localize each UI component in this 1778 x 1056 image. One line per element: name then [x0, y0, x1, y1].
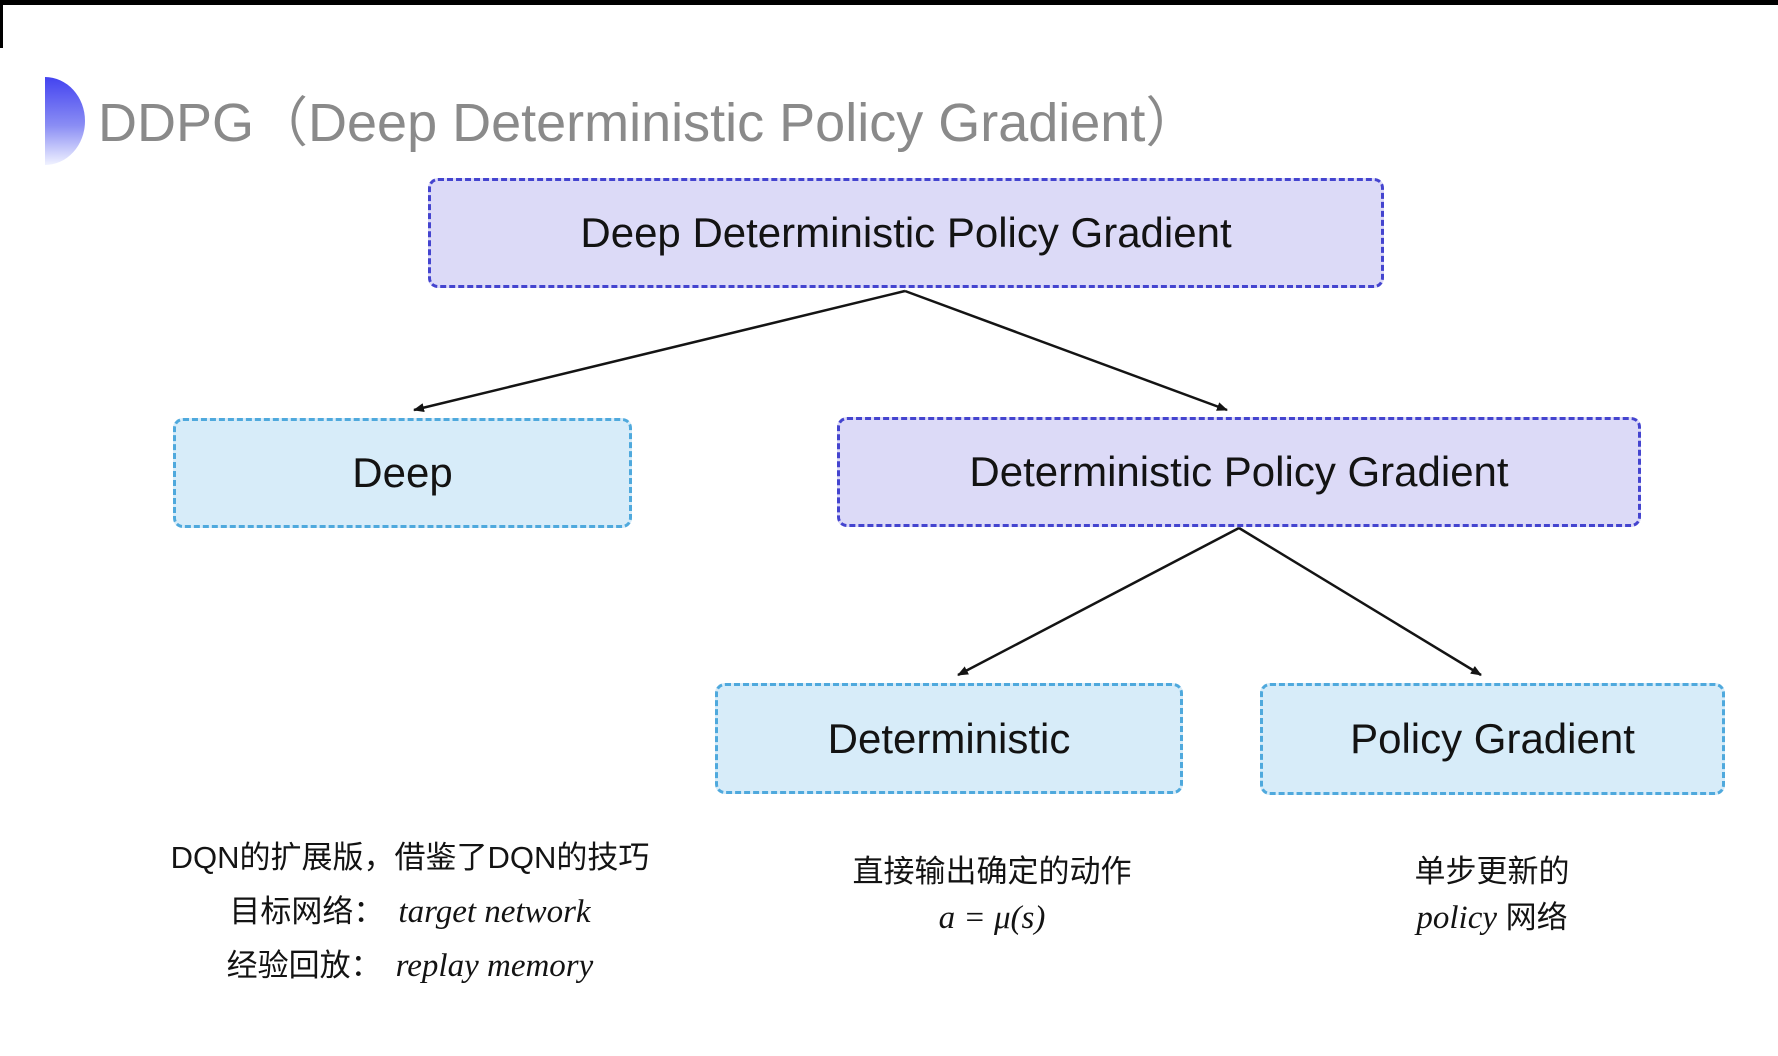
node-deep: Deep — [173, 418, 632, 528]
det-note-line1: 直接输出确定的动作 — [852, 854, 1132, 889]
edge-root-dpg — [904, 289, 1228, 412]
deep-annotation-block: DQN的扩展版，借鉴了DQN的技巧 目标网络： target network 经验… — [130, 831, 690, 993]
deep-note-line2-value: target network — [398, 894, 591, 930]
node-deterministic-policy-gradient: Deterministic Policy Gradient — [837, 417, 1641, 527]
policy-gradient-annotation-block: 单步更新的 policy 网络 — [1292, 849, 1692, 941]
deep-note-line3-value: replay memory — [395, 948, 594, 984]
node-policy-gradient: Policy Gradient — [1260, 683, 1725, 795]
det-note-equation: a = μ(s) — [938, 900, 1046, 936]
pg-note-line2-rest: 网络 — [1497, 900, 1568, 935]
blue-half-circle-icon — [45, 77, 85, 165]
top-black-bar — [0, 0, 1778, 5]
node-label: Deterministic Policy Gradient — [969, 448, 1509, 495]
node-deep-deterministic-policy-gradient: Deep Deterministic Policy Gradient — [428, 178, 1384, 288]
deep-note-line3: 经验回放： replay memory — [227, 939, 594, 993]
edge-root-deep — [413, 289, 906, 413]
deterministic-annotation-block: 直接输出确定的动作 a = μ(s) — [792, 849, 1192, 941]
edge-dpg-det — [957, 526, 1240, 677]
node-label: Deep Deterministic Policy Gradient — [580, 209, 1232, 256]
node-deterministic: Deterministic — [715, 683, 1183, 794]
page-title: DDPG（Deep Deterministic Policy Gradient） — [98, 93, 1200, 153]
pg-note-line1: 单步更新的 — [1414, 854, 1570, 889]
deep-note-line2-label: 目标网络： — [229, 894, 385, 929]
edge-dpg-pg — [1238, 526, 1482, 677]
node-label: Deep — [352, 449, 453, 496]
node-label: Deterministic — [827, 714, 1071, 762]
deep-note-line1: DQN的扩展版，借鉴了DQN的技巧 — [170, 840, 650, 875]
pg-note-line2: policy 网络 — [1416, 895, 1567, 941]
node-label: Policy Gradient — [1350, 715, 1635, 762]
left-edge-black-line — [0, 0, 3, 48]
pg-note-line2-italic: policy — [1416, 900, 1497, 936]
deep-note-line3-label: 经验回放： — [226, 948, 382, 983]
deep-note-line2: 目标网络： target network — [229, 885, 590, 939]
